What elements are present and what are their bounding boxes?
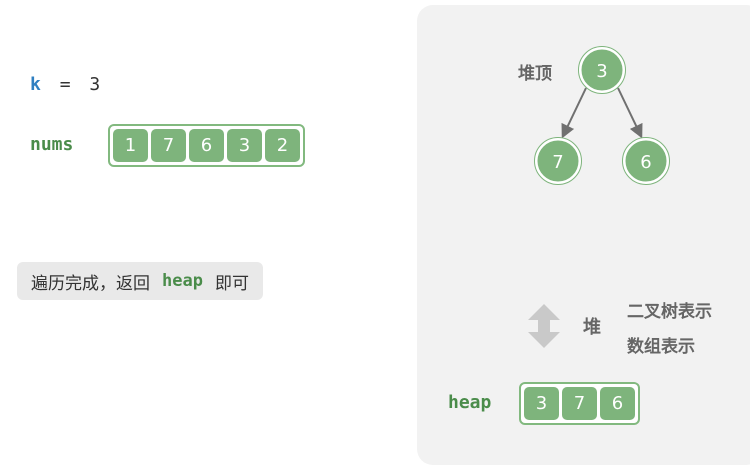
tree-node-left: 7 xyxy=(534,137,582,185)
nums-cell: 7 xyxy=(151,129,186,162)
representation-tree-label: 二叉树表示 xyxy=(627,302,712,322)
nums-array: 1 7 6 3 2 xyxy=(108,124,305,167)
nums-cell: 6 xyxy=(189,129,224,162)
k-variable: k xyxy=(30,74,41,95)
heap-label: heap xyxy=(448,392,492,413)
tree-edge-right xyxy=(617,87,643,139)
tree-node-right: 6 xyxy=(622,137,670,185)
nums-cell: 2 xyxy=(265,129,300,162)
tree-node-root-label: 3 xyxy=(596,61,607,82)
k-value: 3 xyxy=(89,74,101,95)
nums-cell: 3 xyxy=(227,129,262,162)
heap-cell: 6 xyxy=(600,387,635,420)
k-equals: = xyxy=(59,74,71,95)
representation-array-label: 数组表示 xyxy=(627,337,695,357)
status-code: heap xyxy=(162,271,203,291)
heap-word: 堆 xyxy=(583,317,601,338)
status-text-before: 遍历完成，返回 xyxy=(31,273,150,294)
heap-cell: 7 xyxy=(562,387,597,420)
tree-node-root: 3 xyxy=(578,46,626,94)
heap-cell: 3 xyxy=(524,387,559,420)
tree-edge-left xyxy=(561,87,587,139)
heap-array: 3 7 6 xyxy=(519,382,640,425)
status-message: 遍历完成，返回 heap 即可 xyxy=(17,262,263,300)
tree-node-right-label: 6 xyxy=(640,152,651,173)
heap-top-label: 堆顶 xyxy=(518,64,552,84)
k-assignment: k = 3 xyxy=(30,74,100,95)
nums-label: nums xyxy=(30,134,74,155)
updown-arrow-icon xyxy=(528,304,560,348)
tree-node-left-label: 7 xyxy=(552,152,563,173)
status-text-after: 即可 xyxy=(214,273,249,294)
nums-cell: 1 xyxy=(113,129,148,162)
heap-tree: 3 7 6 xyxy=(534,46,670,185)
